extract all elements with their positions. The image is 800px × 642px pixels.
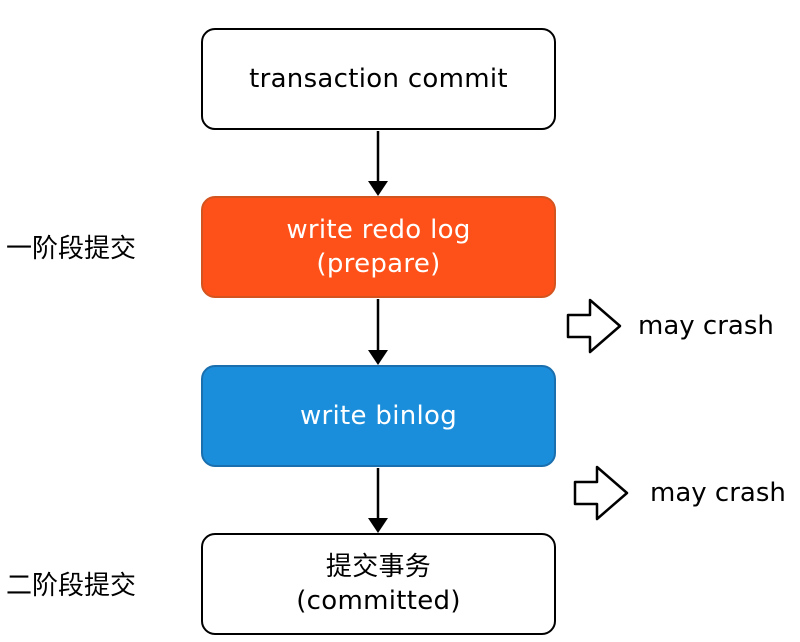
step-committed-sublabel: (committed) — [296, 586, 461, 616]
arrowhead-redo-to-binlog — [368, 350, 388, 365]
crash-arrow-icon-2 — [573, 465, 629, 521]
crash-point-label-2: may crash — [650, 478, 786, 508]
crash-point-label-1: may crash — [638, 311, 774, 341]
step-committed-label: 提交事务 — [325, 552, 432, 582]
step-transaction-commit: transaction commit — [201, 28, 556, 130]
phase-two-label: 二阶段提交 — [6, 571, 137, 601]
step-committed: 提交事务 (committed) — [201, 533, 556, 635]
phase-one-label: 一阶段提交 — [6, 234, 137, 264]
step-transaction-commit-label: transaction commit — [249, 64, 508, 94]
step-write-binlog-label: write binlog — [299, 401, 458, 431]
arrowhead-commit-to-redo — [368, 181, 388, 196]
crash-arrow-icon-1 — [566, 298, 622, 354]
step-write-binlog: write binlog — [201, 365, 556, 467]
arrowhead-binlog-to-committed — [368, 518, 388, 533]
step-write-redo-log-label: write redo log — [286, 215, 471, 245]
step-write-redo-log-sublabel: (prepare) — [316, 249, 441, 279]
step-write-redo-log: write redo log (prepare) — [201, 196, 556, 298]
